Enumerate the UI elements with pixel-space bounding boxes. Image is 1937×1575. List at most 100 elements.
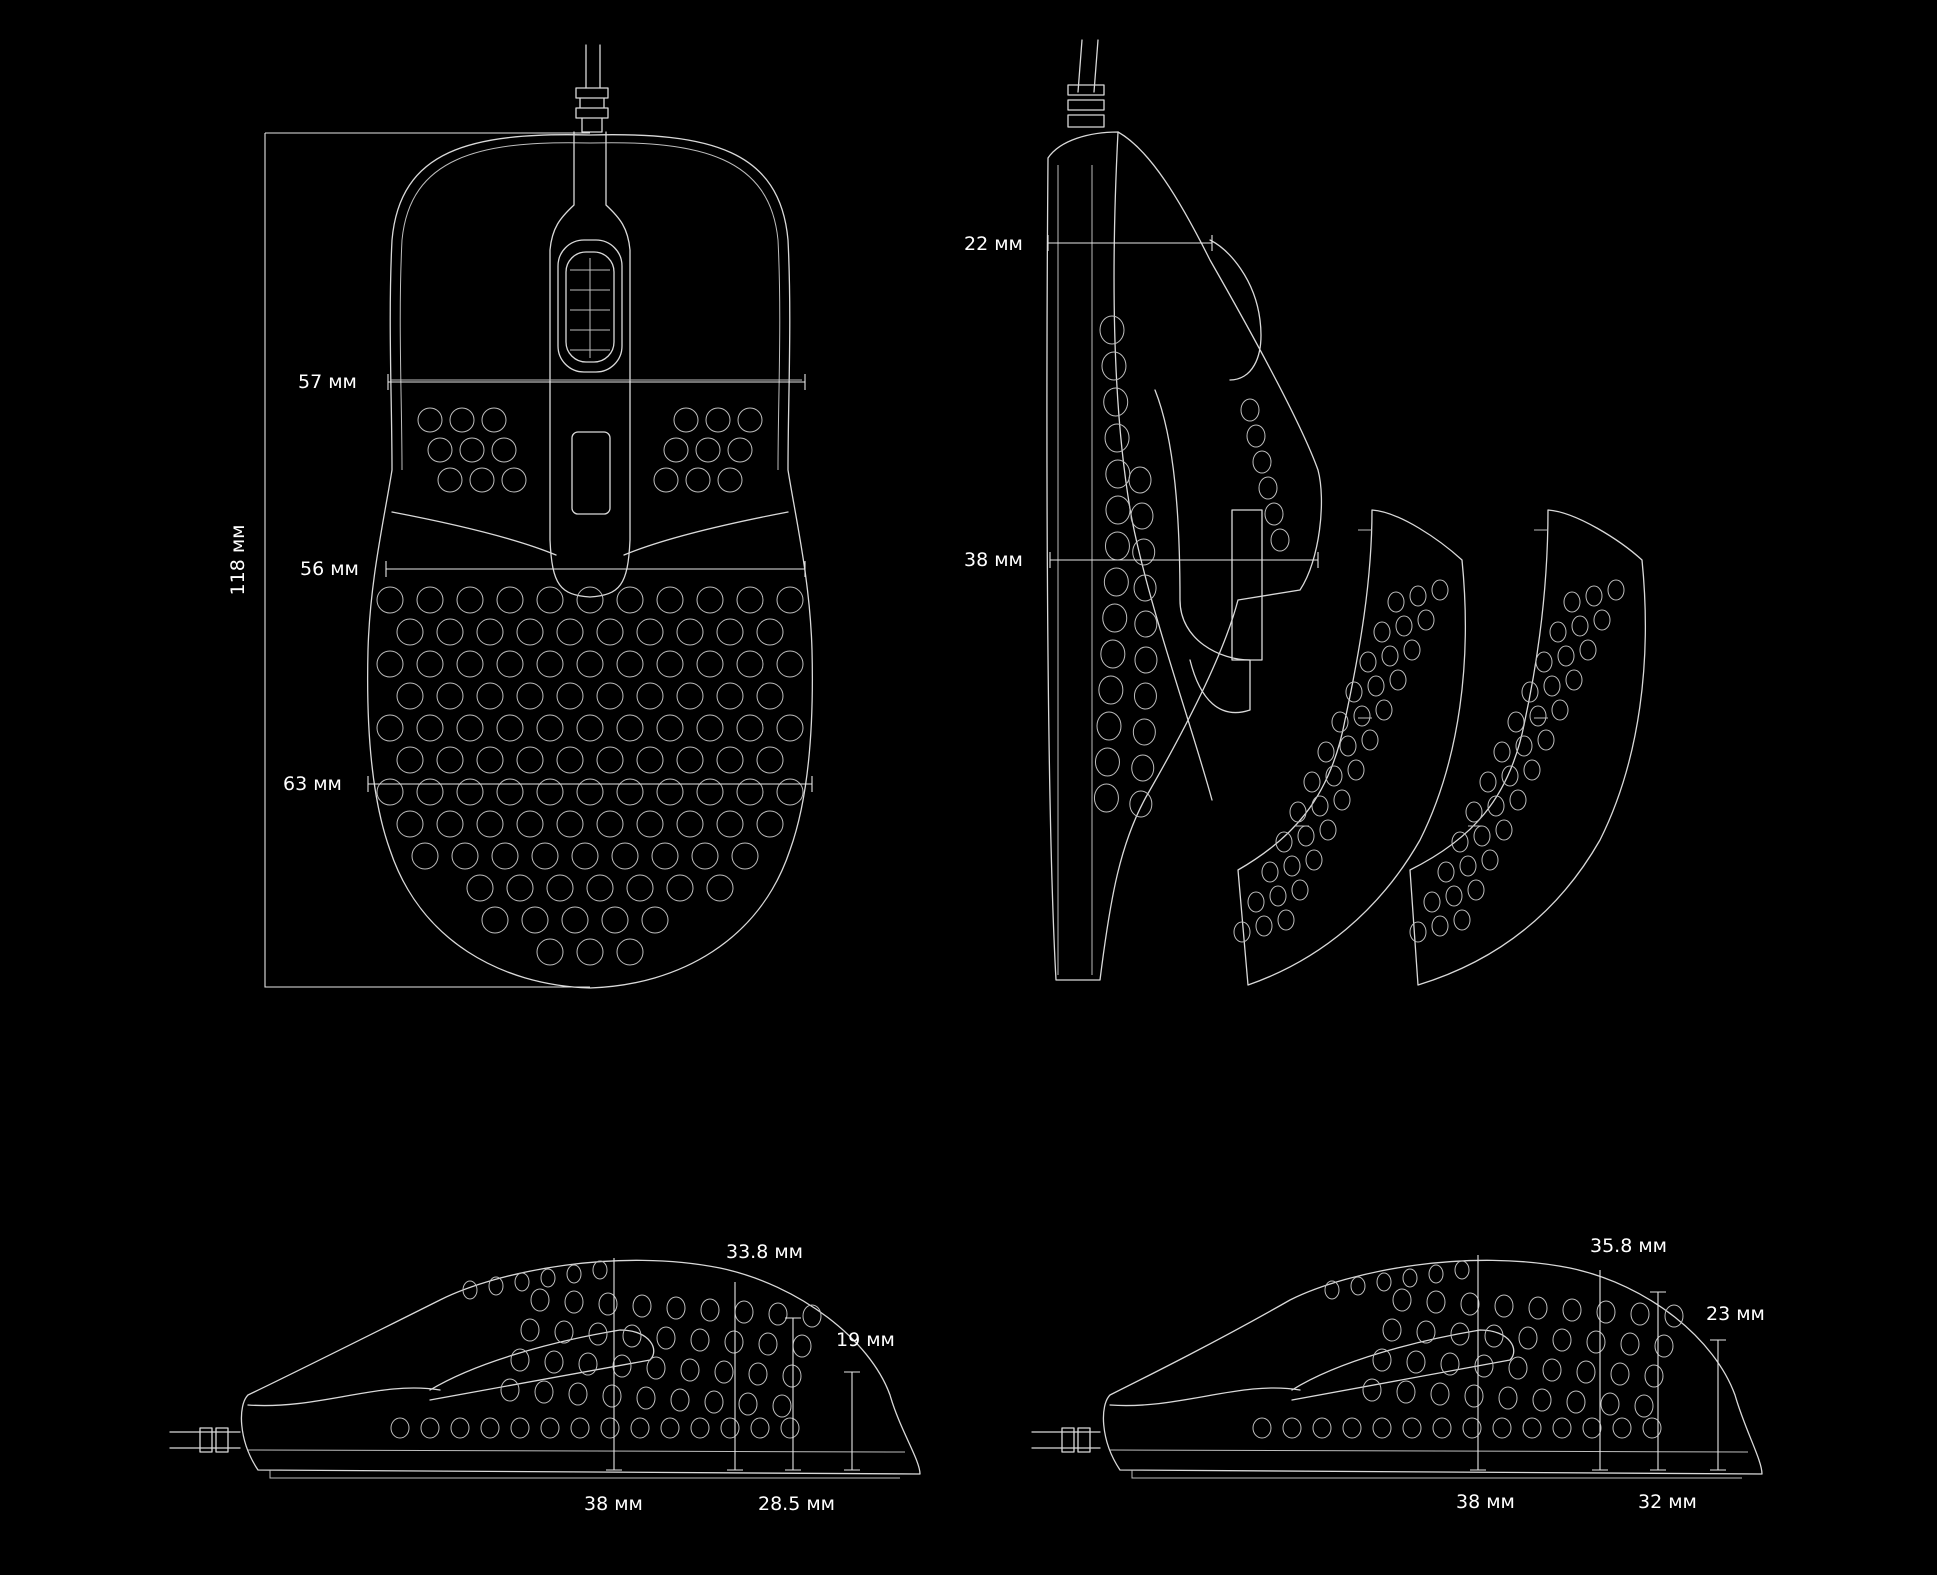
honeycomb-hole [716,618,744,646]
honeycomb-hole [756,746,784,774]
label-side-right-h2: 23 мм [1706,1303,1765,1325]
honeycomb-hole [1501,765,1519,787]
honeycomb-hole [1103,387,1129,417]
honeycomb-hole [676,682,704,710]
honeycomb-hole [1481,849,1499,871]
honeycomb-hole [480,1417,500,1439]
honeycomb-hole [1593,609,1611,631]
honeycomb-hole [1431,915,1449,937]
honeycomb-hole [1277,909,1295,931]
side-view-left-dimensions [606,1258,860,1471]
label-side-left-h1: 33.8 мм [726,1241,803,1263]
honeycomb-hole [691,842,719,870]
honeycomb-hole [636,682,664,710]
honeycomb-hole [1381,645,1399,667]
honeycomb-hole [776,714,804,742]
honeycomb-hole [1258,476,1278,500]
honeycomb-hole [768,1302,788,1326]
honeycomb-hole [666,1296,686,1320]
honeycomb-hole [1317,741,1335,763]
honeycomb-hole [1373,621,1391,643]
honeycomb-hole [540,1268,556,1288]
honeycomb-hole [496,714,524,742]
side-view-left-honeycomb [390,1260,822,1439]
honeycomb-hole [772,1394,792,1418]
honeycomb-hole [417,407,443,433]
honeycomb-hole [737,407,763,433]
honeycomb-hole [491,437,517,463]
honeycomb-hole [666,874,694,902]
honeycomb-hole [376,650,404,678]
honeycomb-hole [1392,1288,1412,1312]
honeycomb-hole [734,1300,754,1324]
honeycomb-hole [636,618,664,646]
honeycomb-hole [449,407,475,433]
honeycomb-hole [396,746,424,774]
honeycomb-hole [1508,1356,1528,1380]
honeycomb-hole [500,1378,520,1402]
honeycomb-hole [451,842,479,870]
honeycomb-hole [602,1384,622,1408]
honeycomb-hole [622,1324,642,1348]
honeycomb-hole [1104,423,1130,453]
honeycomb-hole [716,746,744,774]
honeycomb-hole [516,682,544,710]
honeycomb-hole [390,1417,410,1439]
honeycomb-hole [598,1292,618,1316]
honeycomb-hole [704,1390,724,1414]
honeycomb-hole [496,650,524,678]
honeycomb-hole [476,682,504,710]
label-side-left-w1: 38 мм [584,1493,643,1515]
honeycomb-hole [1465,801,1483,823]
honeycomb-hole [1474,1354,1494,1378]
honeycomb-hole [656,650,684,678]
front-view-mouse [1046,39,1323,981]
label-top-width-mid: 56 мм [300,558,359,580]
honeycomb-hole [660,1417,680,1439]
honeycomb-hole [416,586,444,614]
honeycomb-hole [1607,579,1625,601]
label-side-right-h1: 35.8 мм [1590,1235,1667,1257]
honeycomb-hole [466,874,494,902]
honeycomb-hole [1563,591,1581,613]
honeycomb-hole [1586,1330,1606,1354]
honeycomb-hole [1367,675,1385,697]
honeycomb-hole [1644,1364,1664,1388]
honeycomb-hole [476,746,504,774]
honeycomb-hole [632,1294,652,1318]
honeycomb-hole [653,467,679,493]
honeycomb-hole [1282,1417,1302,1439]
honeycomb-hole [1600,1392,1620,1416]
honeycomb-hole [717,467,743,493]
honeycomb-hole [1362,1378,1382,1402]
honeycomb-hole [748,1362,768,1386]
honeycomb-hole [1426,1290,1446,1314]
honeycomb-hole [1333,789,1351,811]
honeycomb-hole [1479,771,1497,793]
honeycomb-hole [676,618,704,646]
label-side-right-w2: 32 мм [1638,1491,1697,1513]
honeycomb-hole [716,682,744,710]
honeycomb-hole [1654,1334,1674,1358]
honeycomb-hole [1376,1272,1392,1292]
honeycomb-hole [1642,1417,1662,1439]
honeycomb-hole [616,650,644,678]
honeycomb-hole [1493,741,1511,763]
honeycomb-hole [596,810,624,838]
honeycomb-hole [1507,711,1525,733]
honeycomb-hole [731,842,759,870]
honeycomb-hole [566,1264,582,1284]
honeycomb-hole [1518,1326,1538,1350]
honeycomb-hole [756,810,784,838]
honeycomb-hole [1596,1300,1616,1324]
honeycomb-hole [1467,879,1485,901]
honeycomb-hole [696,586,724,614]
honeycomb-hole [1297,825,1315,847]
honeycomb-hole [1275,831,1293,853]
honeycomb-hole [1451,831,1469,853]
honeycomb-hole [696,778,724,806]
honeycomb-hole [716,810,744,838]
honeycomb-hole [1409,921,1427,943]
honeycomb-hole [488,1276,504,1296]
label-side-left-w2: 28.5 мм [758,1493,835,1515]
